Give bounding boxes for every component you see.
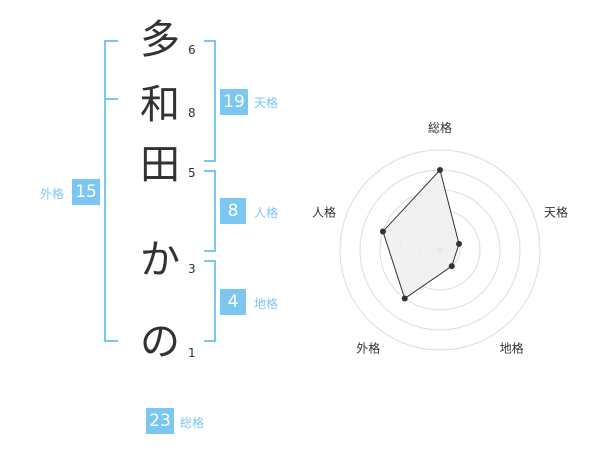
radar-point-4: [401, 295, 408, 302]
chikaku-bracket: [204, 260, 216, 342]
gaikaku-label: 外格: [40, 187, 65, 201]
gaikaku-bracket-divider: [106, 98, 118, 100]
tenkaku-bracket: [204, 40, 216, 162]
radar-axis-label-1: 総格: [428, 120, 452, 135]
chikaku-label: 地格: [254, 297, 279, 311]
radar-axis-label-4: 外格: [356, 341, 380, 356]
name-char-1: 多: [140, 17, 180, 63]
stroke-count-1: 6: [188, 43, 196, 57]
stroke-count-4: 3: [188, 262, 196, 276]
jinkaku-label: 人格: [254, 206, 279, 220]
radar-point-1: [437, 167, 443, 173]
name-char-4: か: [140, 237, 180, 283]
radar-axis-label-5: 人格: [312, 204, 336, 219]
gaikaku-bracket: [104, 40, 118, 342]
name-char-2: 和: [140, 82, 180, 128]
radar-axis-label-2: 天格: [544, 204, 568, 219]
chikaku-score: 4: [220, 289, 246, 315]
name-char-3: 田: [140, 142, 180, 188]
radar-ring-5: [339, 149, 541, 351]
radar-point-2: [456, 240, 463, 247]
tenkaku-label: 天格: [254, 96, 279, 110]
soukaku-score: 23: [146, 408, 174, 434]
soukaku-label: 総格: [180, 416, 205, 430]
stroke-count-2: 8: [188, 106, 196, 120]
radar-point-3: [448, 263, 455, 270]
stroke-count-5: 1: [188, 346, 196, 360]
name-char-5: の: [140, 319, 180, 365]
tenkaku-score: 19: [220, 89, 248, 115]
radar-axis-label-3: 地格: [500, 341, 524, 356]
radar-point-5: [379, 228, 386, 235]
gaikaku-score: 15: [72, 179, 100, 205]
stroke-count-3: 5: [188, 166, 196, 180]
radar-polygon: [382, 168, 460, 300]
jinkaku-bracket: [204, 170, 216, 252]
jinkaku-score: 8: [220, 198, 246, 224]
